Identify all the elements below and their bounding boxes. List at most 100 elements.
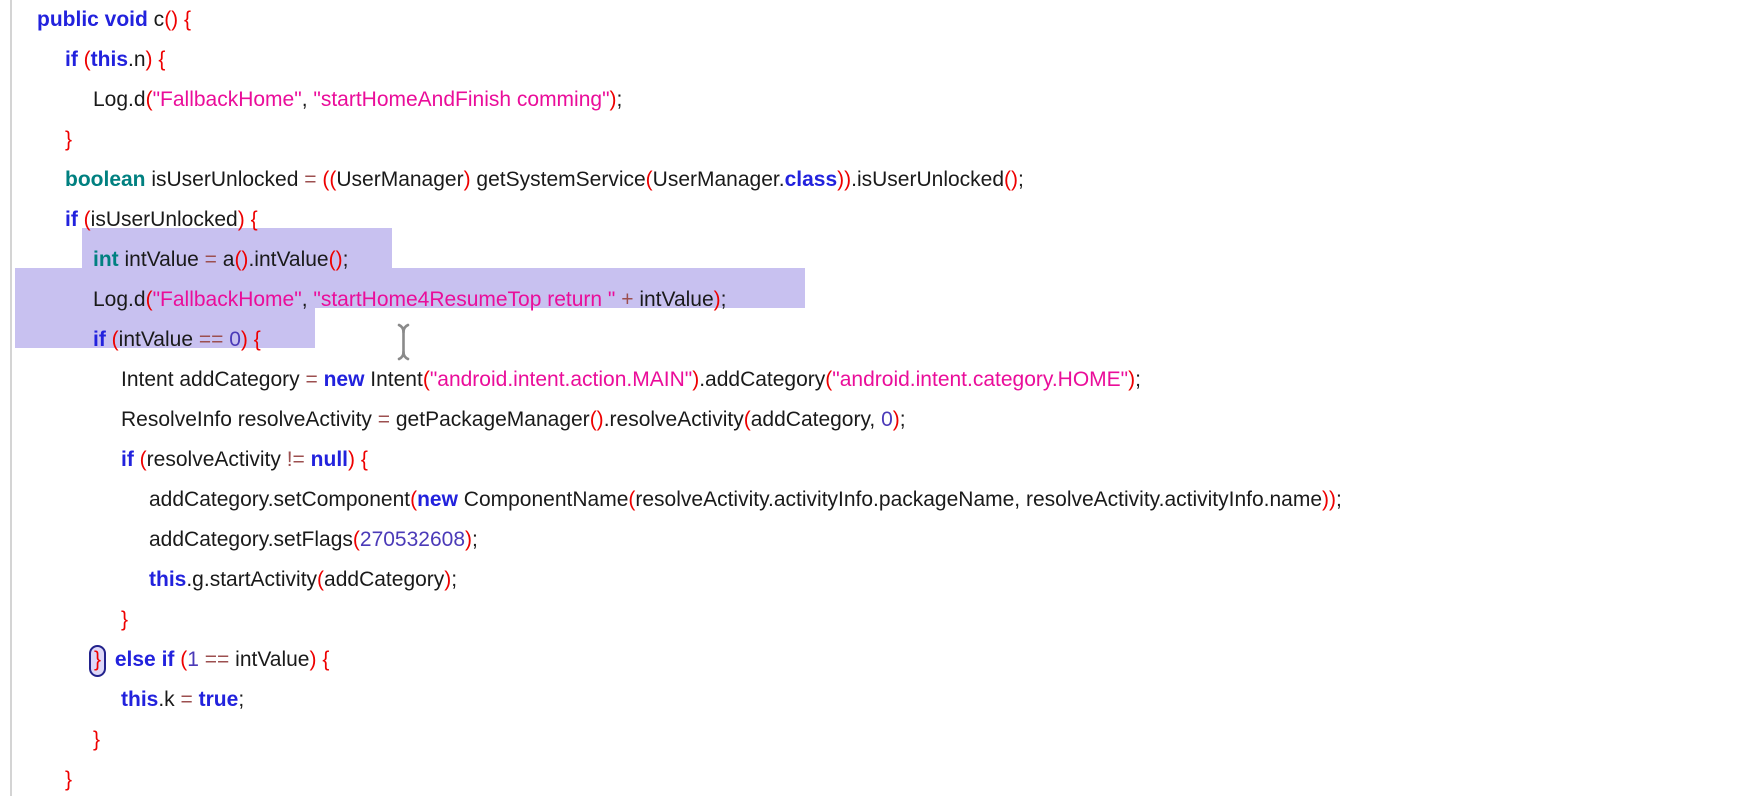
code-token: if: [65, 208, 78, 231]
code-token: (: [84, 208, 91, 231]
code-line[interactable]: Log.d("FallbackHome", "startHomeAndFinis…: [15, 80, 1756, 120]
code-token: ): [465, 528, 472, 551]
code-token: }: [65, 128, 72, 151]
code-token: ): [238, 208, 245, 231]
code-token: !=: [287, 448, 305, 471]
code-token: ): [348, 448, 355, 471]
code-token: ComponentName: [458, 488, 628, 511]
code-token: intValue: [119, 328, 199, 351]
code-token: (): [1004, 168, 1018, 191]
code-line[interactable]: boolean isUserUnlocked = ((UserManager) …: [15, 160, 1756, 200]
code-token: isUserUnlocked: [146, 168, 305, 191]
code-token: this: [149, 568, 186, 591]
code-line[interactable]: int intValue = a().intValue();: [15, 240, 1756, 280]
code-token: (): [164, 8, 178, 31]
code-token: addCategory.setFlags: [149, 528, 353, 551]
code-token: ): [464, 168, 471, 191]
code-line[interactable]: ResolveInfo resolveActivity = getPackage…: [15, 400, 1756, 440]
code-token: Log.d: [93, 88, 146, 111]
code-token: "startHome4ResumeTop return ": [313, 288, 615, 311]
code-token: {: [158, 48, 165, 71]
code-token: ;: [1135, 368, 1141, 391]
code-token: (): [590, 408, 604, 431]
code-token: ;: [617, 88, 623, 111]
code-token: ): [610, 88, 617, 111]
code-token: (: [423, 368, 430, 391]
code-token: getSystemService: [471, 168, 646, 191]
code-line[interactable]: }: [15, 720, 1756, 760]
code-line[interactable]: Intent addCategory = new Intent("android…: [15, 360, 1756, 400]
code-line[interactable]: if (isUserUnlocked) {: [15, 200, 1756, 240]
code-token: else if: [115, 648, 175, 671]
code-lines: public void c() {if (this.n) {Log.d("Fal…: [15, 0, 1756, 796]
code-token: 0: [881, 408, 893, 431]
code-line[interactable]: public void c() {: [15, 0, 1756, 40]
code-token: addCategory,: [751, 408, 881, 431]
code-token: .n: [128, 48, 146, 71]
code-token: =: [205, 248, 217, 271]
code-token: (: [146, 88, 153, 111]
code-token: ): [714, 288, 721, 311]
code-token: ==: [199, 328, 224, 351]
code-token: ;: [472, 528, 478, 551]
code-token: ((: [322, 168, 336, 191]
code-token: int: [93, 248, 119, 271]
code-line[interactable]: Log.d("FallbackHome", "startHome4ResumeT…: [15, 280, 1756, 320]
brace-match-highlight: }: [89, 645, 106, 677]
code-token: "android.intent.action.MAIN": [430, 368, 692, 391]
code-token: {: [184, 8, 191, 31]
code-token: (: [353, 528, 360, 551]
code-token: "startHomeAndFinish comming": [313, 88, 609, 111]
code-token: addCategory.setComponent: [149, 488, 410, 511]
code-line[interactable]: } else if (1 == intValue) {: [15, 640, 1756, 680]
code-token: (: [140, 448, 147, 471]
code-token: resolveActivity.activityInfo.packageName…: [635, 488, 1322, 511]
code-token: ;: [343, 248, 349, 271]
code-token: resolveActivity: [147, 448, 287, 471]
code-token: getPackageManager: [390, 408, 590, 431]
code-token: ResolveInfo resolveActivity: [121, 408, 378, 431]
code-line[interactable]: addCategory.setFlags(270532608);: [15, 520, 1756, 560]
code-token: .intValue: [248, 248, 328, 271]
code-token: intValue: [634, 288, 714, 311]
code-token: true: [199, 688, 239, 711]
code-line[interactable]: }: [15, 600, 1756, 640]
code-line[interactable]: }: [15, 760, 1756, 796]
code-line[interactable]: if (this.n) {: [15, 40, 1756, 80]
code-token: ,: [302, 288, 314, 311]
code-line[interactable]: addCategory.setComponent(new ComponentNa…: [15, 480, 1756, 520]
code-token: ;: [721, 288, 727, 311]
code-token: class: [785, 168, 838, 191]
code-token: ): [241, 328, 248, 351]
code-line[interactable]: if (resolveActivity != null) {: [15, 440, 1756, 480]
code-line[interactable]: if (intValue == 0) {: [15, 320, 1756, 360]
code-line[interactable]: this.g.startActivity(addCategory);: [15, 560, 1756, 600]
code-token: ;: [238, 688, 244, 711]
code-token: intValue: [119, 248, 205, 271]
code-token: =: [181, 688, 193, 711]
code-token: ;: [1018, 168, 1024, 191]
code-token: public void: [37, 8, 148, 31]
code-token: null: [311, 448, 348, 471]
code-token: .addCategory: [699, 368, 825, 391]
code-token: Intent addCategory: [121, 368, 305, 391]
code-token: (: [146, 288, 153, 311]
code-token: "FallbackHome": [153, 88, 302, 111]
code-line[interactable]: }: [15, 120, 1756, 160]
code-token: {: [251, 208, 258, 231]
code-token: new: [324, 368, 365, 391]
code-token: Log.d: [93, 288, 146, 311]
code-token: (: [112, 328, 119, 351]
code-token: c: [148, 8, 164, 31]
code-token: {: [322, 648, 329, 671]
code-token: if: [65, 48, 78, 71]
code-token: =: [305, 368, 317, 391]
code-token: (: [744, 408, 751, 431]
code-line[interactable]: this.k = true;: [15, 680, 1756, 720]
code-token: "FallbackHome": [153, 288, 302, 311]
code-token: .k: [158, 688, 180, 711]
code-token: if: [121, 448, 134, 471]
code-token: 1: [187, 648, 199, 671]
code-token: isUserUnlocked: [91, 208, 238, 231]
